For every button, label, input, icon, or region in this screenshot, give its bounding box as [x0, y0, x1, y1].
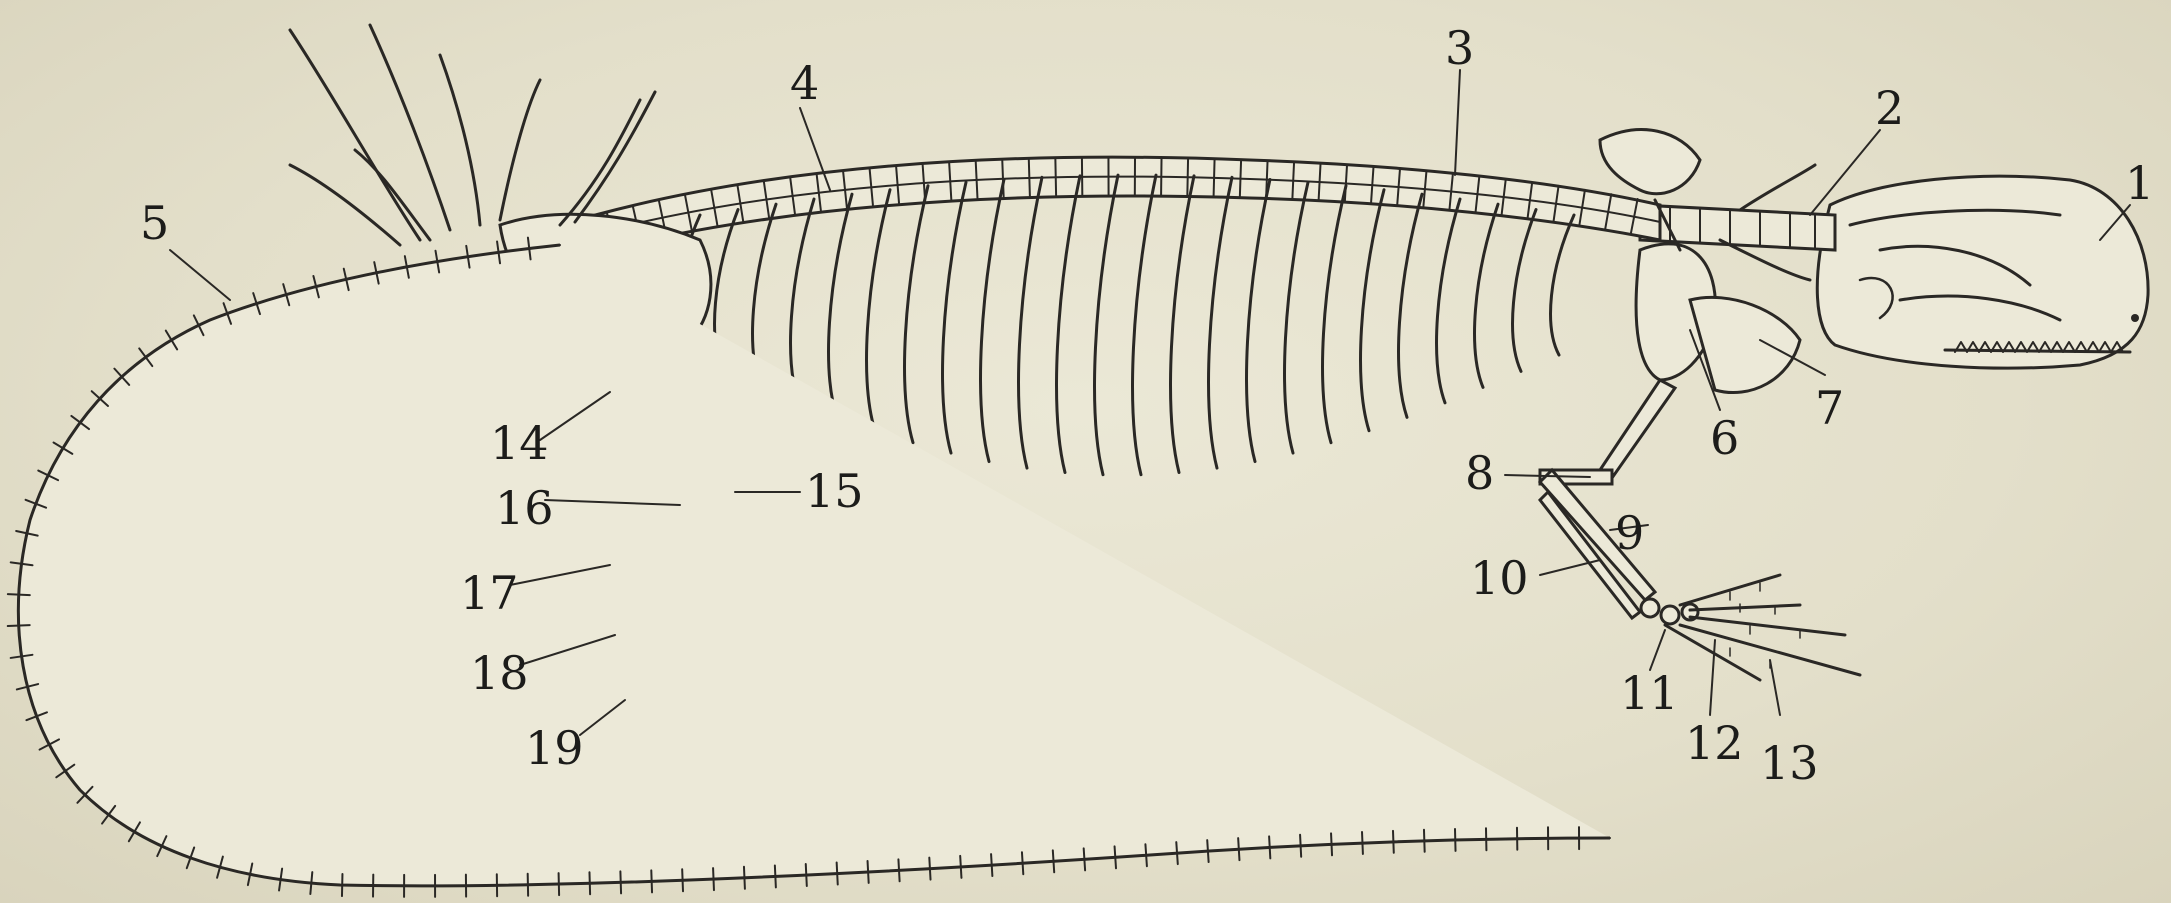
label-17: 17 [460, 570, 519, 616]
skull [1817, 176, 2148, 368]
label-1: 1 [2125, 160, 2154, 206]
tail [8, 238, 1610, 897]
fore-limb [1540, 380, 1860, 680]
label-6: 6 [1710, 415, 1739, 461]
label-19: 19 [525, 725, 584, 771]
label-2: 2 [1875, 85, 1904, 131]
label-4: 4 [790, 60, 819, 106]
label-14: 14 [490, 420, 549, 466]
label-11: 11 [1620, 670, 1679, 716]
label-13: 13 [1760, 740, 1819, 786]
label-3: 3 [1445, 25, 1474, 71]
label-16: 16 [495, 485, 554, 531]
label-10: 10 [1470, 555, 1529, 601]
label-7: 7 [1815, 385, 1844, 431]
shoulder-girdle [1600, 130, 1800, 393]
label-5: 5 [140, 200, 169, 246]
label-18: 18 [470, 650, 529, 696]
label-8: 8 [1465, 450, 1494, 496]
label-9: 9 [1615, 510, 1644, 556]
hip-spines [290, 25, 540, 245]
label-15: 15 [805, 468, 864, 514]
label-12: 12 [1685, 720, 1744, 766]
